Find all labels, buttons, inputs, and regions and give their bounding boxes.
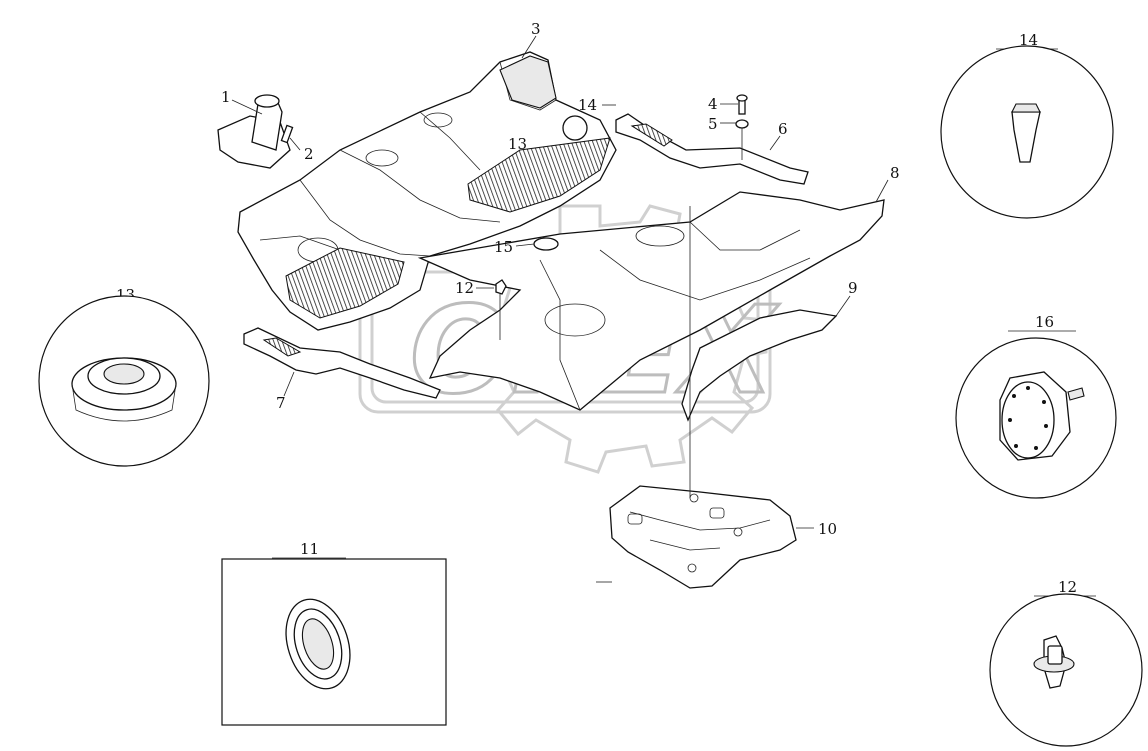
detail-14: 14: [940, 31, 1114, 219]
detail-11-label: 11: [300, 540, 319, 558]
part-15-plug: [533, 237, 559, 251]
callout-15: 15: [494, 238, 513, 256]
callout-2: 2: [304, 145, 314, 163]
part-12-clip: [495, 279, 507, 340]
callout-7: 7: [276, 394, 286, 412]
detail-12: 12: [989, 578, 1143, 747]
callout-9: 9: [848, 279, 858, 297]
detail-11: 11: [221, 540, 447, 726]
callout-10: 10: [818, 520, 837, 538]
callout-1: 1: [221, 88, 231, 106]
part-4-bolt: [736, 94, 748, 115]
part-10-shield: [609, 485, 797, 589]
detail-16-label: 16: [1035, 313, 1054, 331]
callout-13: 13: [508, 135, 527, 153]
floor-pan-assembly: [237, 51, 617, 331]
detail-14-label: 14: [1019, 31, 1038, 49]
detail-12-label: 12: [1058, 578, 1077, 596]
detail-16: 16: [955, 313, 1117, 499]
part-1-boot: [217, 94, 291, 169]
callout-14: 14: [578, 96, 597, 114]
part-6-bracket: [615, 113, 809, 185]
callout-8: 8: [890, 164, 900, 182]
part-9-crossmember: [681, 309, 838, 422]
part-2-bolt: [280, 124, 294, 144]
callout-6: 6: [778, 120, 788, 138]
detail-13: 13: [38, 286, 210, 467]
part-14-cap: [562, 115, 588, 141]
callout-3: 3: [531, 20, 541, 38]
callout-5: 5: [708, 115, 718, 133]
leader-lines: [231, 35, 889, 529]
callout-4: 4: [708, 95, 718, 113]
callout-12: 12: [455, 279, 474, 297]
part-5-washer: [735, 119, 749, 129]
part-7-bracket: [243, 327, 441, 399]
